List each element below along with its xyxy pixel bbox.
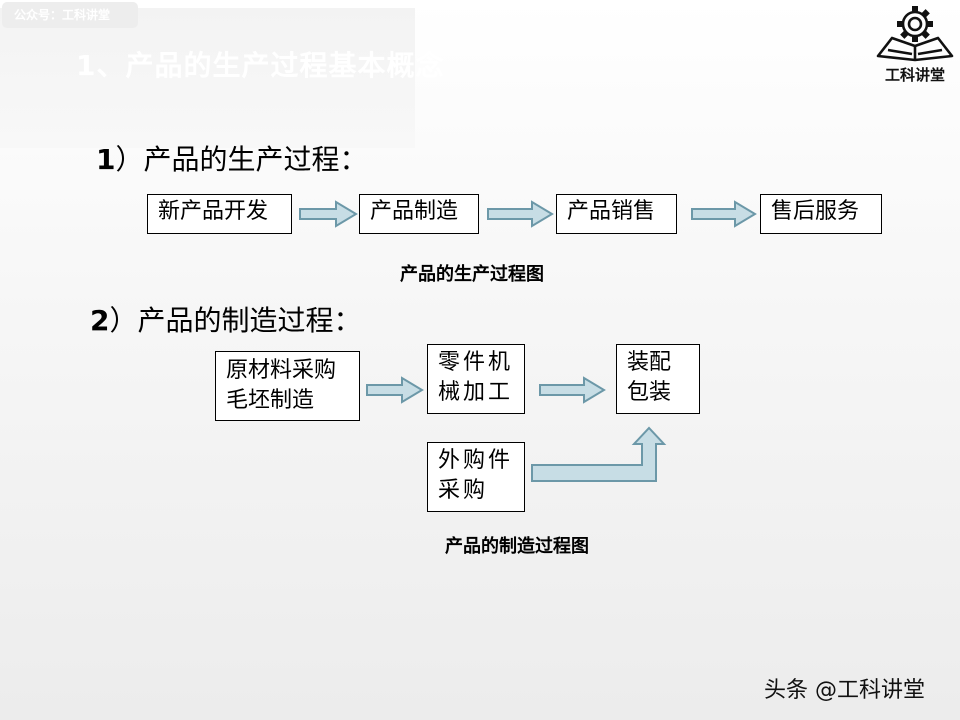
- section1-heading: 1）产品的生产过程：: [96, 138, 368, 178]
- node-purchase-line1: 外购件: [438, 448, 514, 473]
- brand-logo: 工科讲堂: [872, 2, 958, 92]
- node-raw-line1: 原材料采购: [226, 358, 337, 383]
- node-machining-line2: 械加工: [438, 380, 514, 405]
- node-machining-line1: 零件机: [438, 350, 514, 375]
- watermark-title-band: [0, 8, 415, 148]
- arrow-machining-to-assembly: [539, 376, 606, 404]
- section1-caption: 产品的生产过程图: [400, 264, 544, 285]
- watermark-tag: 公众号：工科讲堂: [2, 2, 138, 28]
- node-purchase-line2: 采购: [438, 478, 489, 503]
- node-outsourced-parts: 外购件 采购: [427, 442, 525, 512]
- section2-heading: 2）产品的制造过程：: [90, 299, 362, 339]
- step-sales: 产品销售: [556, 194, 677, 234]
- logo-label: 工科讲堂: [884, 66, 945, 84]
- node-part-machining: 零件机 械加工: [427, 344, 525, 414]
- node-assembly-line1: 装配: [627, 350, 672, 375]
- gear-book-icon: [876, 6, 954, 62]
- arrow-raw-to-machining: [366, 376, 424, 404]
- source-credit: 头条 @工科讲堂: [764, 678, 925, 703]
- section2-caption: 产品的制造过程图: [445, 536, 589, 557]
- step-after-sales-service: 售后服务: [760, 194, 882, 234]
- section1-title: ）产品的生产过程：: [115, 143, 368, 176]
- arrow-sales-to-service: [691, 200, 757, 228]
- arrow-purchase-to-assembly: [531, 426, 667, 482]
- section2-number: 2: [90, 304, 110, 337]
- section1-number: 1: [96, 143, 116, 176]
- section2-title: ）产品的制造过程：: [109, 304, 362, 337]
- step-new-product-dev: 新产品开发: [147, 194, 292, 234]
- node-raw-line2: 毛坯制造: [226, 388, 315, 413]
- node-assembly-packaging: 装配 包装: [616, 344, 700, 414]
- node-assembly-line2: 包装: [627, 380, 672, 405]
- watermark-section-title: 1、产品的生产过程基本概念: [76, 49, 445, 82]
- arrow-dev-to-manufacturing: [299, 200, 358, 228]
- node-raw-material-blank: 原材料采购 毛坯制造: [215, 351, 360, 421]
- step-manufacturing: 产品制造: [359, 194, 479, 234]
- arrow-manufacturing-to-sales: [487, 200, 554, 228]
